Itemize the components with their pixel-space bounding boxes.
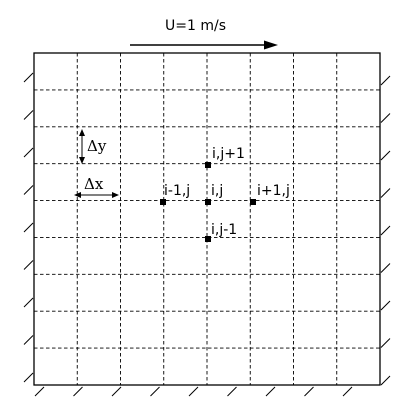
hatch-mark: [23, 110, 34, 120]
hatch-mark: [227, 386, 237, 397]
hatch-mark: [380, 75, 391, 86]
hatch-mark: [34, 386, 45, 397]
dx-label: Δx: [84, 175, 104, 193]
hatch-mark: [23, 185, 34, 195]
hatch-mark: [23, 335, 34, 345]
node-center-marker: [205, 199, 211, 205]
hatch-mark: [23, 147, 34, 158]
hatch-mark: [380, 225, 391, 236]
dy-arrow-head-down: [79, 157, 85, 164]
hatch-mark: [380, 300, 391, 311]
node-top-marker: [205, 162, 211, 168]
dy-label: Δy: [87, 137, 107, 155]
dy-arrow-head-up: [79, 129, 85, 136]
node-bottom-marker: [205, 236, 211, 242]
hatch-mark: [380, 338, 391, 348]
node-left-marker: [160, 199, 166, 205]
domain-border: [33, 52, 381, 386]
bottom-wall-hatching: [34, 386, 353, 397]
hatch-mark: [23, 222, 34, 233]
left-wall-hatching: [23, 72, 34, 383]
hatch-mark: [380, 188, 391, 198]
hatch-mark: [150, 386, 160, 397]
hatch-mark: [23, 72, 34, 83]
hatch-mark: [342, 386, 353, 397]
node-right-marker: [250, 199, 256, 205]
grid-lines: [34, 53, 380, 385]
hatch-mark: [380, 375, 391, 386]
node-right-label: i+1,j: [257, 183, 290, 199]
hatch-mark: [73, 386, 83, 397]
velocity-label: U=1 m/s: [165, 18, 226, 34]
hatch-mark: [304, 386, 314, 397]
hatch-mark: [23, 260, 34, 270]
dx-arrow-head-right: [112, 192, 119, 198]
hatch-mark: [111, 386, 122, 397]
hatch-mark: [380, 150, 391, 161]
hatch-mark: [380, 263, 391, 273]
dx-arrow-head-left: [74, 192, 81, 198]
node-left-label: i-1,j: [164, 183, 190, 199]
node-top-label: i,j+1: [212, 146, 245, 162]
hatch-mark: [23, 372, 34, 383]
node-center-label: i,j: [211, 183, 223, 199]
hatch-mark: [23, 297, 34, 308]
right-wall-hatching: [380, 75, 391, 386]
hatch-mark: [380, 113, 391, 123]
node-bottom-label: i,j-1: [211, 222, 237, 238]
hatch-mark: [188, 386, 199, 397]
velocity-arrow-head: [264, 40, 278, 50]
hatch-mark: [265, 386, 276, 397]
